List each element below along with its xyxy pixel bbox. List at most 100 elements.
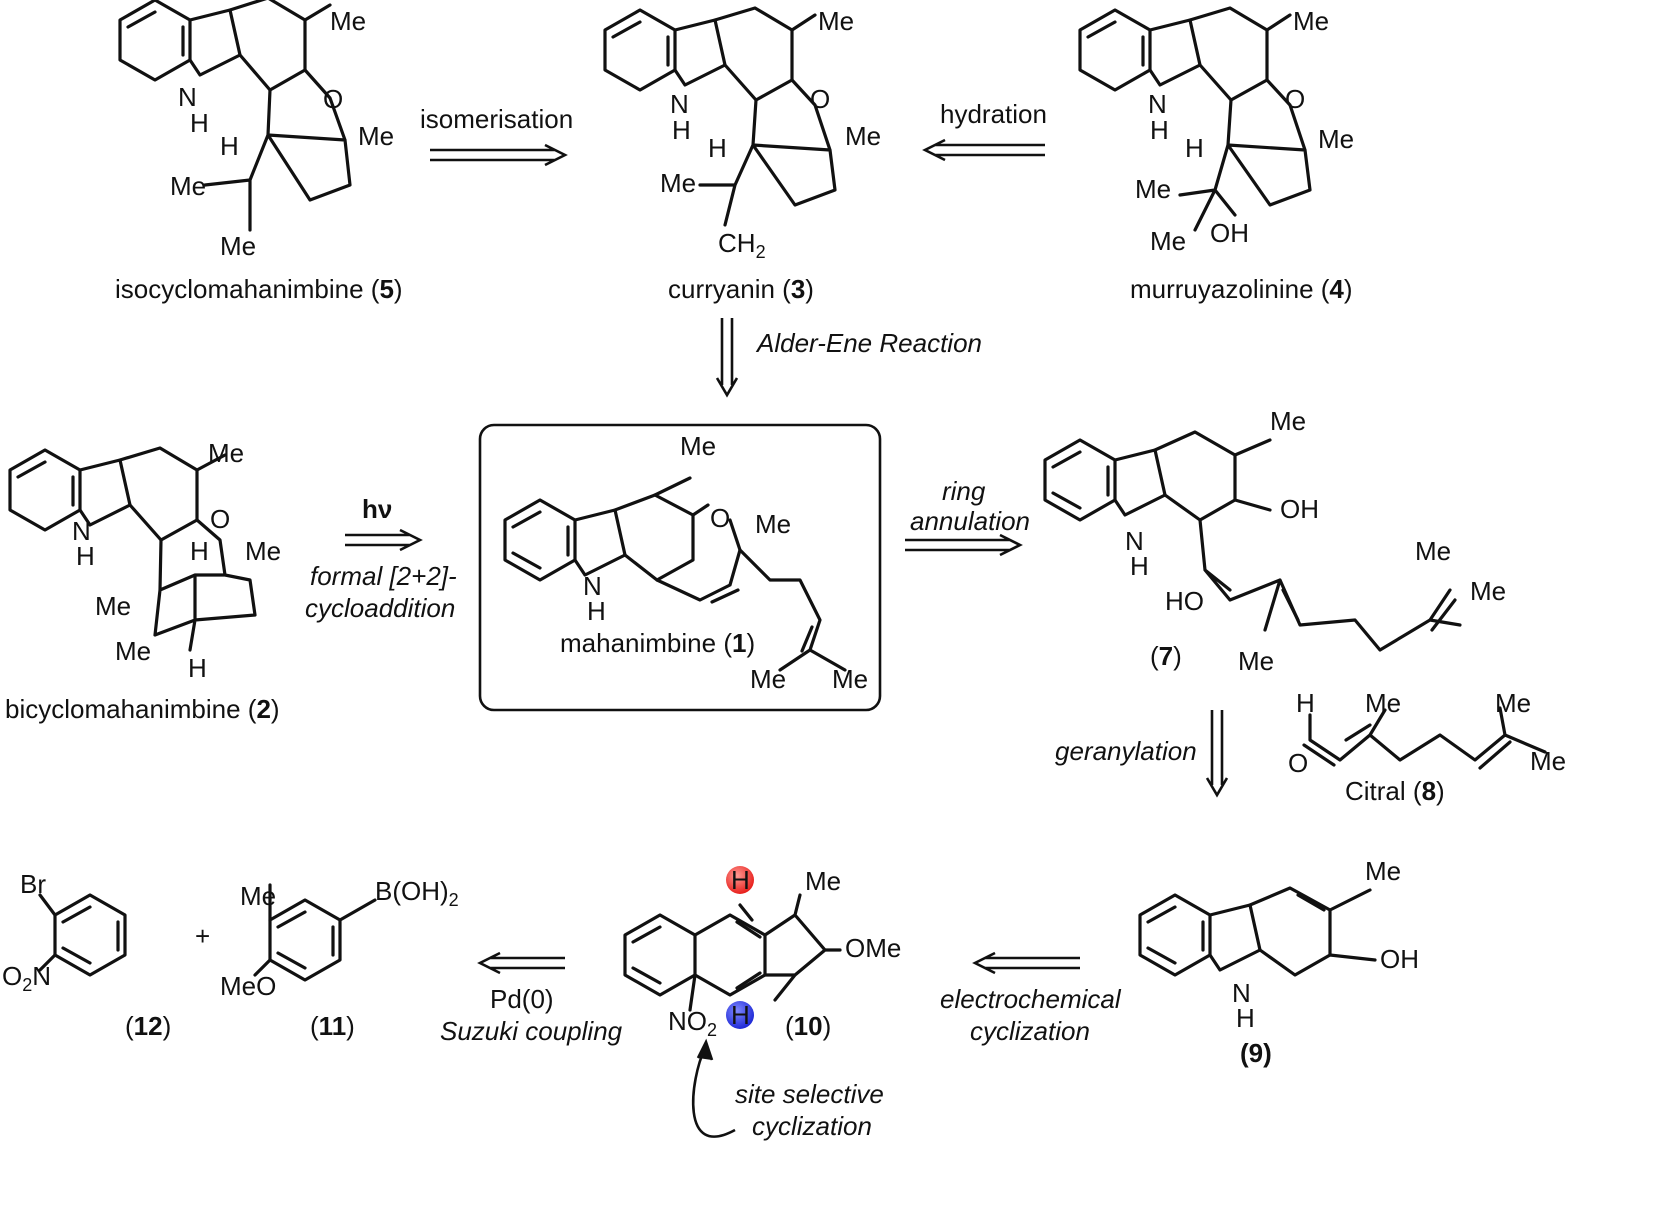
- atom-oh: OH: [1280, 494, 1319, 524]
- atom-me: Me: [1495, 688, 1531, 718]
- atom-me: Me: [845, 121, 881, 151]
- atom-me: Me: [1293, 6, 1329, 36]
- plus-sign: +: [195, 921, 210, 951]
- label-site-cyclization: cyclization: [752, 1111, 872, 1141]
- atom-me: Me: [660, 168, 696, 198]
- atom-meo: MeO: [220, 971, 276, 1001]
- atom-n: N: [1125, 526, 1144, 556]
- label-suzuki-coupling: Suzuki coupling: [440, 1016, 623, 1046]
- atom-ome: OMe: [845, 933, 901, 963]
- atom-me: Me: [208, 438, 244, 468]
- atom-n: N: [1148, 89, 1167, 119]
- atom-n: N: [178, 82, 197, 112]
- atom-o: O: [210, 504, 230, 534]
- atom-me: Me: [1415, 536, 1451, 566]
- atom-br: Br: [20, 869, 46, 899]
- arrow-electrochemical: [972, 951, 1080, 975]
- structure-curryanin: [603, 6, 837, 227]
- arrow-site-selective: [691, 1038, 736, 1138]
- label-geranylation: geranylation: [1055, 736, 1197, 766]
- arrow-hydration: [922, 138, 1045, 162]
- label-compound-7: (7): [1150, 641, 1182, 671]
- atom-me: Me: [330, 6, 366, 36]
- arrow-alder-ene: [715, 318, 739, 398]
- arrow-isomerisation: [430, 143, 568, 167]
- atom-oh: OH: [1210, 218, 1249, 248]
- label-murruyazolinine: murruyazolinine (4): [1130, 274, 1353, 304]
- atom-me: Me: [750, 664, 786, 694]
- label-hv: hν: [362, 494, 392, 524]
- label-mahanimbine: mahanimbine (1): [560, 628, 755, 658]
- structure-compound-12: [38, 893, 127, 977]
- atom-ch2: CH2: [718, 228, 766, 262]
- label-citral: Citral (8): [1345, 776, 1445, 806]
- atom-n: N: [72, 516, 91, 546]
- arrow-photocycloaddition: [345, 528, 423, 552]
- atom-me: Me: [1270, 406, 1306, 436]
- atom-me: Me: [1135, 174, 1171, 204]
- atom-n: N: [583, 571, 602, 601]
- atom-me: Me: [358, 121, 394, 151]
- atom-me: Me: [1150, 226, 1186, 256]
- atom-me: Me: [832, 664, 868, 694]
- atom-me: Me: [245, 536, 281, 566]
- label-isomerisation: isomerisation: [420, 104, 573, 134]
- arrow-suzuki: [477, 951, 565, 975]
- atom-h: H: [188, 653, 207, 683]
- target-box: [478, 423, 882, 712]
- atom-me: Me: [1530, 746, 1566, 776]
- atom-h: H: [1130, 551, 1149, 581]
- structure-murruyazolinine: [1078, 6, 1312, 232]
- atom-h: H: [1296, 688, 1315, 718]
- red-h-highlight: [726, 866, 754, 894]
- atom-me: Me: [1365, 688, 1401, 718]
- arrow-ring-annulation: [905, 533, 1023, 557]
- atom-me: Me: [1238, 646, 1274, 676]
- atom-o: O: [1288, 748, 1308, 778]
- atom-o: O: [323, 84, 343, 114]
- label-electro-cyclization: cyclization: [970, 1016, 1090, 1046]
- label-alder-ene: Alder-Ene Reaction: [755, 328, 982, 358]
- atom-me: Me: [95, 591, 131, 621]
- label-formal-cycloaddition-1: formal [2+2]-: [310, 561, 457, 591]
- atom-oh: OH: [1380, 944, 1419, 974]
- structure-compound-11: [253, 883, 377, 982]
- structure-compound-7: [1043, 430, 1462, 652]
- label-annulation: annulation: [910, 506, 1030, 536]
- atom-n: N: [1232, 978, 1251, 1008]
- atom-o: O: [1285, 84, 1305, 114]
- arrow-geranylation: [1205, 710, 1229, 798]
- label-formal-cycloaddition-2: cycloaddition: [305, 593, 455, 623]
- atom-me: Me: [115, 636, 151, 666]
- atom-h: H: [220, 131, 239, 161]
- blue-h-highlight: [726, 1001, 754, 1029]
- atom-me: Me: [240, 881, 276, 911]
- atom-h: H: [76, 541, 95, 571]
- atom-h: H: [190, 108, 209, 138]
- atom-o: O: [710, 503, 730, 533]
- atom-h: H: [190, 536, 209, 566]
- atom-o: O: [810, 84, 830, 114]
- label-compound-9: (9): [1240, 1038, 1272, 1068]
- atom-h: H: [708, 133, 727, 163]
- atom-h: H: [731, 865, 750, 895]
- atom-me: Me: [170, 171, 206, 201]
- atom-me: Me: [680, 431, 716, 461]
- structure-isocyclomahanimbine: [118, 0, 352, 232]
- atom-h: H: [672, 115, 691, 145]
- structure-mahanimbine: [503, 476, 847, 672]
- label-compound-10: (10): [785, 1011, 831, 1041]
- atom-boh2: B(OH)2: [375, 876, 459, 910]
- atom-me: Me: [805, 866, 841, 896]
- atom-h: H: [1185, 133, 1204, 163]
- label-site-selective: site selective: [735, 1079, 884, 1109]
- atom-h: H: [587, 596, 606, 626]
- atom-me: Me: [1365, 856, 1401, 886]
- structure-compound-10: [623, 893, 842, 1012]
- atom-me: Me: [818, 6, 854, 36]
- structure-compound-9: [1138, 886, 1377, 977]
- label-ring: ring: [942, 476, 986, 506]
- atom-me: Me: [1470, 576, 1506, 606]
- label-isocyclomahanimbine: isocyclomahanimbine (5): [115, 274, 403, 304]
